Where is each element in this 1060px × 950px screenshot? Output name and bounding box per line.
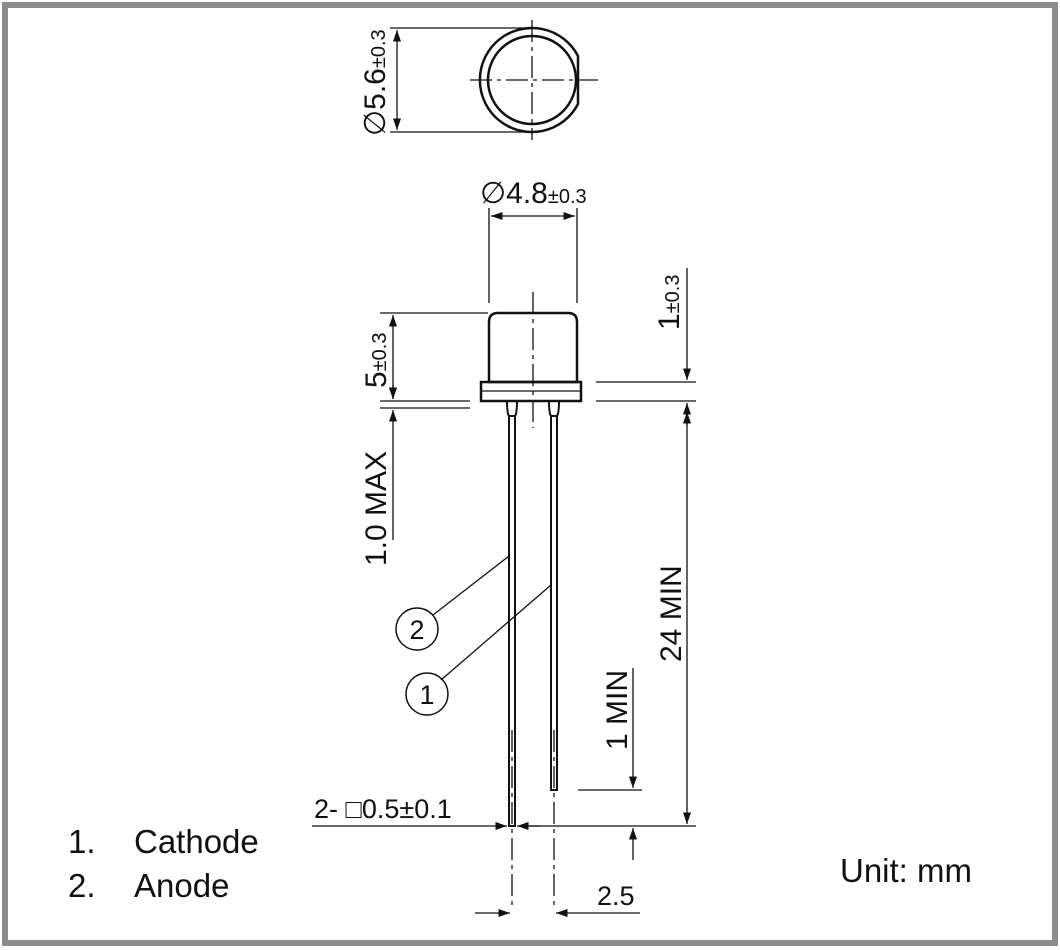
top-diameter-label: ∅5.6±0.3 (359, 29, 392, 136)
callout-1-leader (440, 584, 552, 681)
callout-2-circle (395, 607, 439, 651)
legend-item-2-number: 2. (68, 867, 96, 904)
flange-height-label: 1±0.3 (653, 275, 686, 330)
cap-height-label: 5±0.3 (360, 333, 393, 388)
callout-2-leader (432, 555, 510, 616)
cap-body (487, 311, 579, 384)
callout-1-circle (405, 672, 449, 716)
lead-size-label: 2- □0.5±0.1 (314, 794, 452, 824)
lead-1 (550, 415, 558, 791)
lead-length-label: 24 MIN (655, 565, 688, 662)
pin-legend: 1. Cathode 2. Anode (68, 823, 259, 904)
callout-1-number: 1 (419, 680, 434, 710)
lead-offset-label: 1 MIN (601, 670, 634, 750)
body-diameter-label: ∅4.8±0.3 (480, 177, 587, 210)
pitch-label: 2.5 (597, 881, 635, 911)
callout-2-number: 2 (409, 615, 424, 645)
legend-item-2-label: Anode (134, 867, 229, 904)
side-view (479, 292, 583, 910)
legend-item-1-label: Cathode (134, 823, 259, 860)
top-view (390, 20, 598, 140)
unit-label: Unit: mm (840, 852, 972, 889)
standoff-label: 1.0 MAX (360, 451, 393, 566)
legend-item-1-number: 1. (68, 823, 96, 860)
top-view-flange-outline (478, 26, 580, 134)
